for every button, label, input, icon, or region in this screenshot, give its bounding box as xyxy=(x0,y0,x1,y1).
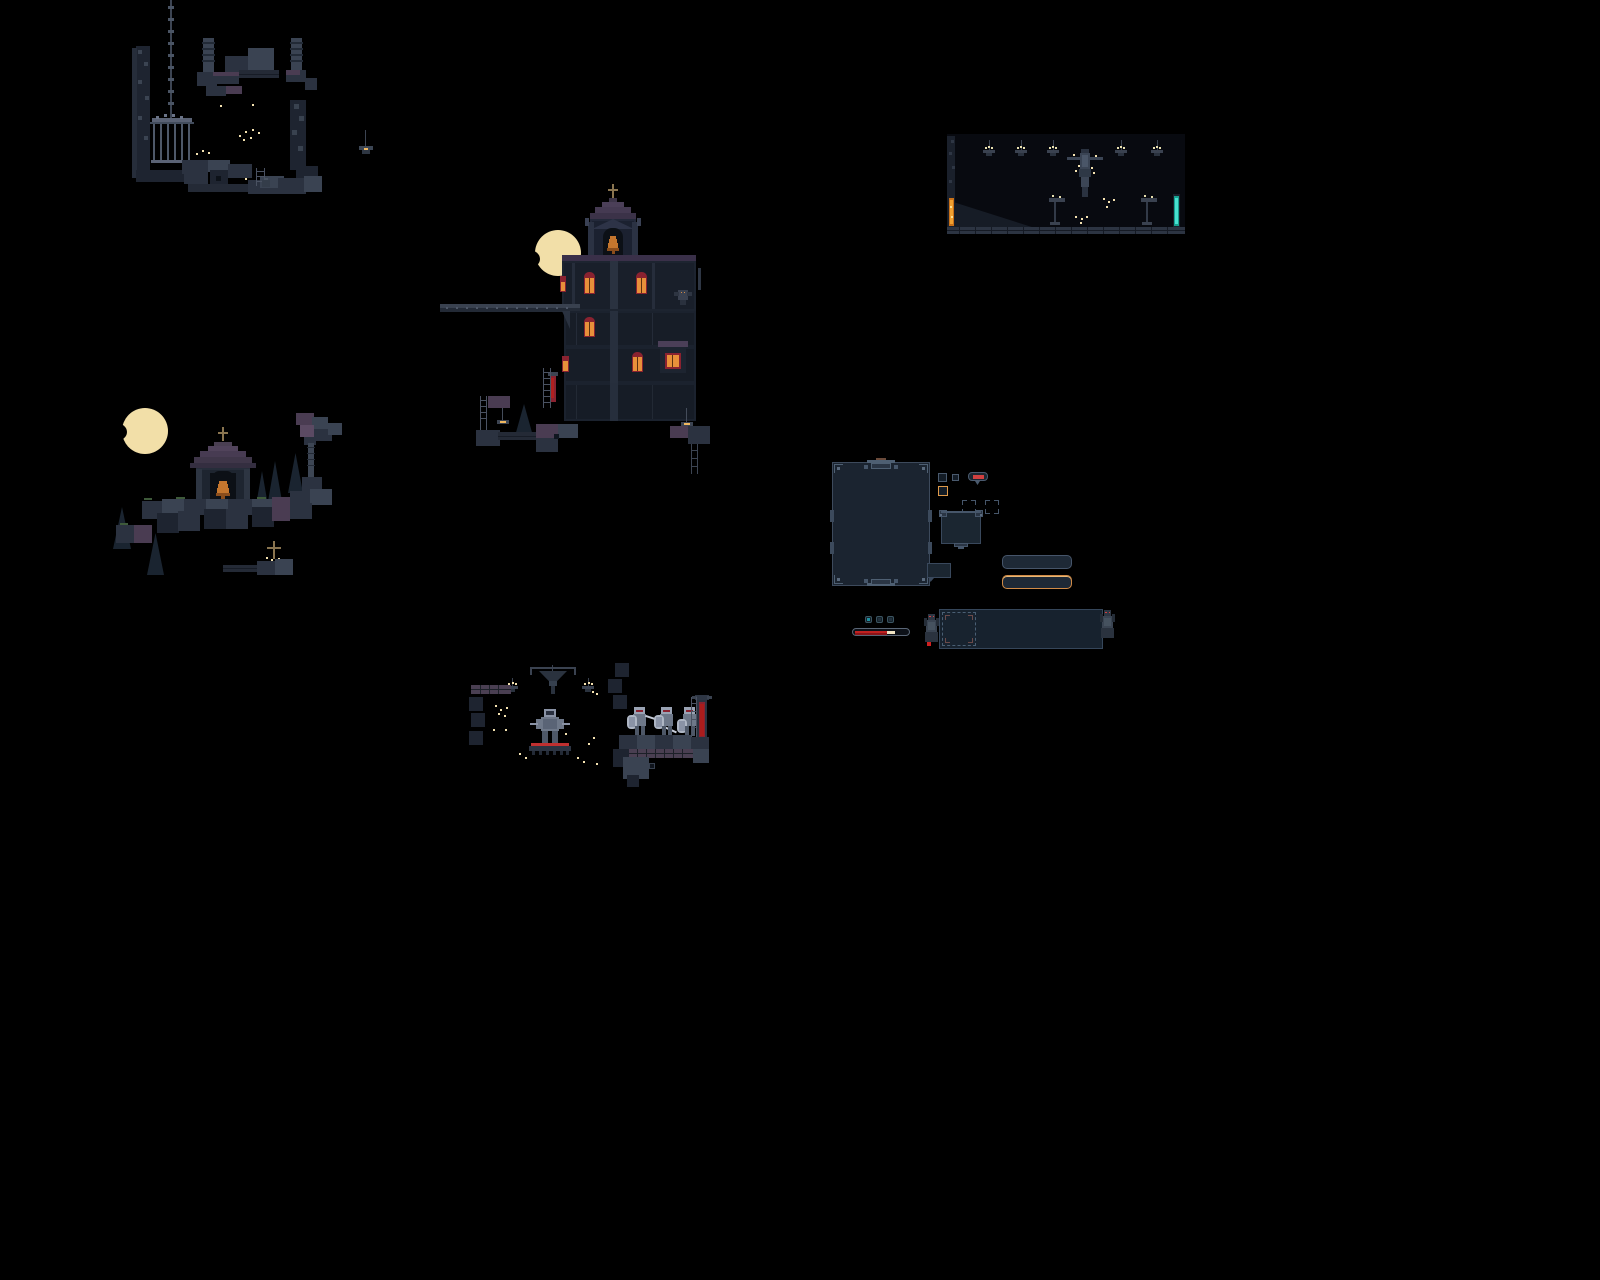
ui-dialogue-box[interactable] xyxy=(939,609,1103,649)
dialogue-portrait-slot[interactable] xyxy=(942,612,976,646)
full-moon xyxy=(122,408,168,454)
ui-item-slots[interactable] xyxy=(938,473,998,496)
item-slot-2[interactable] xyxy=(952,474,959,481)
scene-graveyard xyxy=(100,385,350,585)
menu-button-1[interactable] xyxy=(1002,555,1072,569)
dialogue-speaker-left xyxy=(922,612,940,646)
scene-crypt-interior xyxy=(100,0,373,200)
ui-inventory-frame[interactable] xyxy=(830,458,932,586)
moon-shadow xyxy=(105,423,127,441)
moon-shadow-cathedral xyxy=(518,250,540,268)
corner-bracket-right xyxy=(985,500,999,514)
ui-thumbnail-box[interactable] xyxy=(927,563,951,578)
dialogue-speaker-right xyxy=(1098,608,1116,642)
item-slot-1[interactable] xyxy=(938,473,947,482)
tower-cross xyxy=(612,184,614,198)
tooltip-tail xyxy=(975,481,980,485)
scene-cathedral-exterior xyxy=(440,170,720,474)
scene-guard-hall xyxy=(455,645,715,787)
thumbnail-tail xyxy=(929,578,934,582)
ui-menu-buttons[interactable] xyxy=(1002,555,1074,591)
right-edge-pillar xyxy=(698,268,701,290)
item-slot-3-selected[interactable] xyxy=(938,486,948,496)
health-bar xyxy=(852,628,910,636)
ui-scroll-panel[interactable] xyxy=(939,510,983,549)
ui-hud xyxy=(852,616,924,644)
tooltip-bubble xyxy=(968,472,988,481)
hud-orb-2[interactable] xyxy=(876,616,883,623)
hud-orb-3[interactable] xyxy=(887,616,894,623)
scene-cathedral-interior xyxy=(935,130,1185,240)
menu-button-2-selected[interactable] xyxy=(1002,575,1072,589)
hud-orb-1[interactable] xyxy=(865,616,872,623)
